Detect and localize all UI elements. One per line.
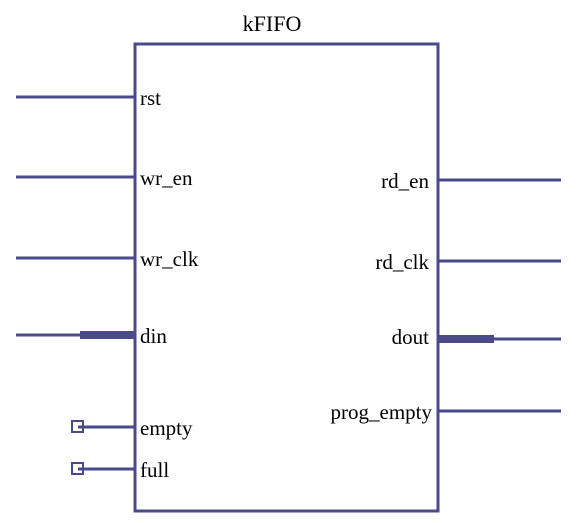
port-rd-clk: rd_clk: [375, 250, 561, 274]
port-wr-en: wr_en: [16, 166, 193, 190]
port-empty-label: empty: [140, 416, 193, 440]
port-wr-clk-label: wr_clk: [140, 247, 199, 271]
port-rd-en: rd_en: [381, 169, 561, 193]
port-full-label: full: [140, 458, 169, 482]
block-title: kFIFO: [243, 11, 302, 36]
port-rst-label: rst: [140, 86, 161, 110]
port-din: din: [16, 324, 167, 348]
port-din-label: din: [140, 324, 167, 348]
port-dout: dout: [392, 325, 561, 349]
fifo-block: [133, 42, 440, 513]
port-prog-empty: prog_empty: [331, 400, 561, 424]
port-wr-en-label: wr_en: [140, 166, 193, 190]
port-wr-clk: wr_clk: [16, 247, 199, 271]
port-rd-en-label: rd_en: [381, 169, 429, 193]
port-full: full: [71, 458, 169, 482]
port-rst: rst: [16, 86, 161, 110]
port-rd-clk-label: rd_clk: [375, 250, 429, 274]
port-dout-label: dout: [392, 325, 430, 349]
port-empty: empty: [71, 416, 193, 440]
port-prog-empty-label: prog_empty: [331, 400, 433, 424]
